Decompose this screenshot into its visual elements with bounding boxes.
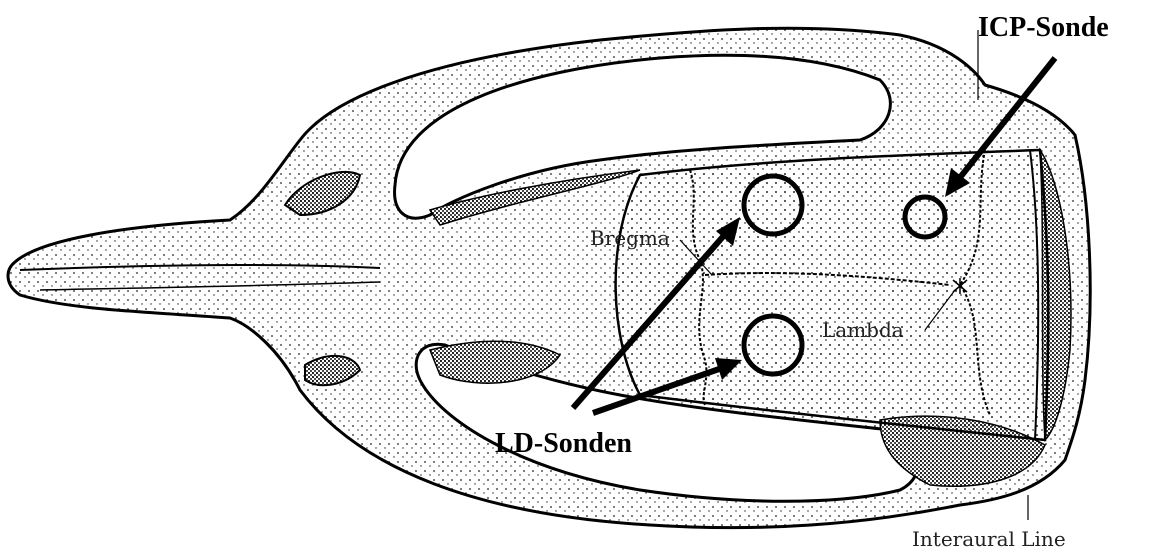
ld-probes-label: LD-Sonden — [495, 428, 632, 459]
interaural-line-label: Interaural Line — [912, 527, 1066, 551]
lambda-label: Lambda — [822, 318, 904, 342]
bregma-label: Bregma — [590, 226, 670, 250]
icp-probe-label: ICP-Sonde — [978, 12, 1109, 43]
